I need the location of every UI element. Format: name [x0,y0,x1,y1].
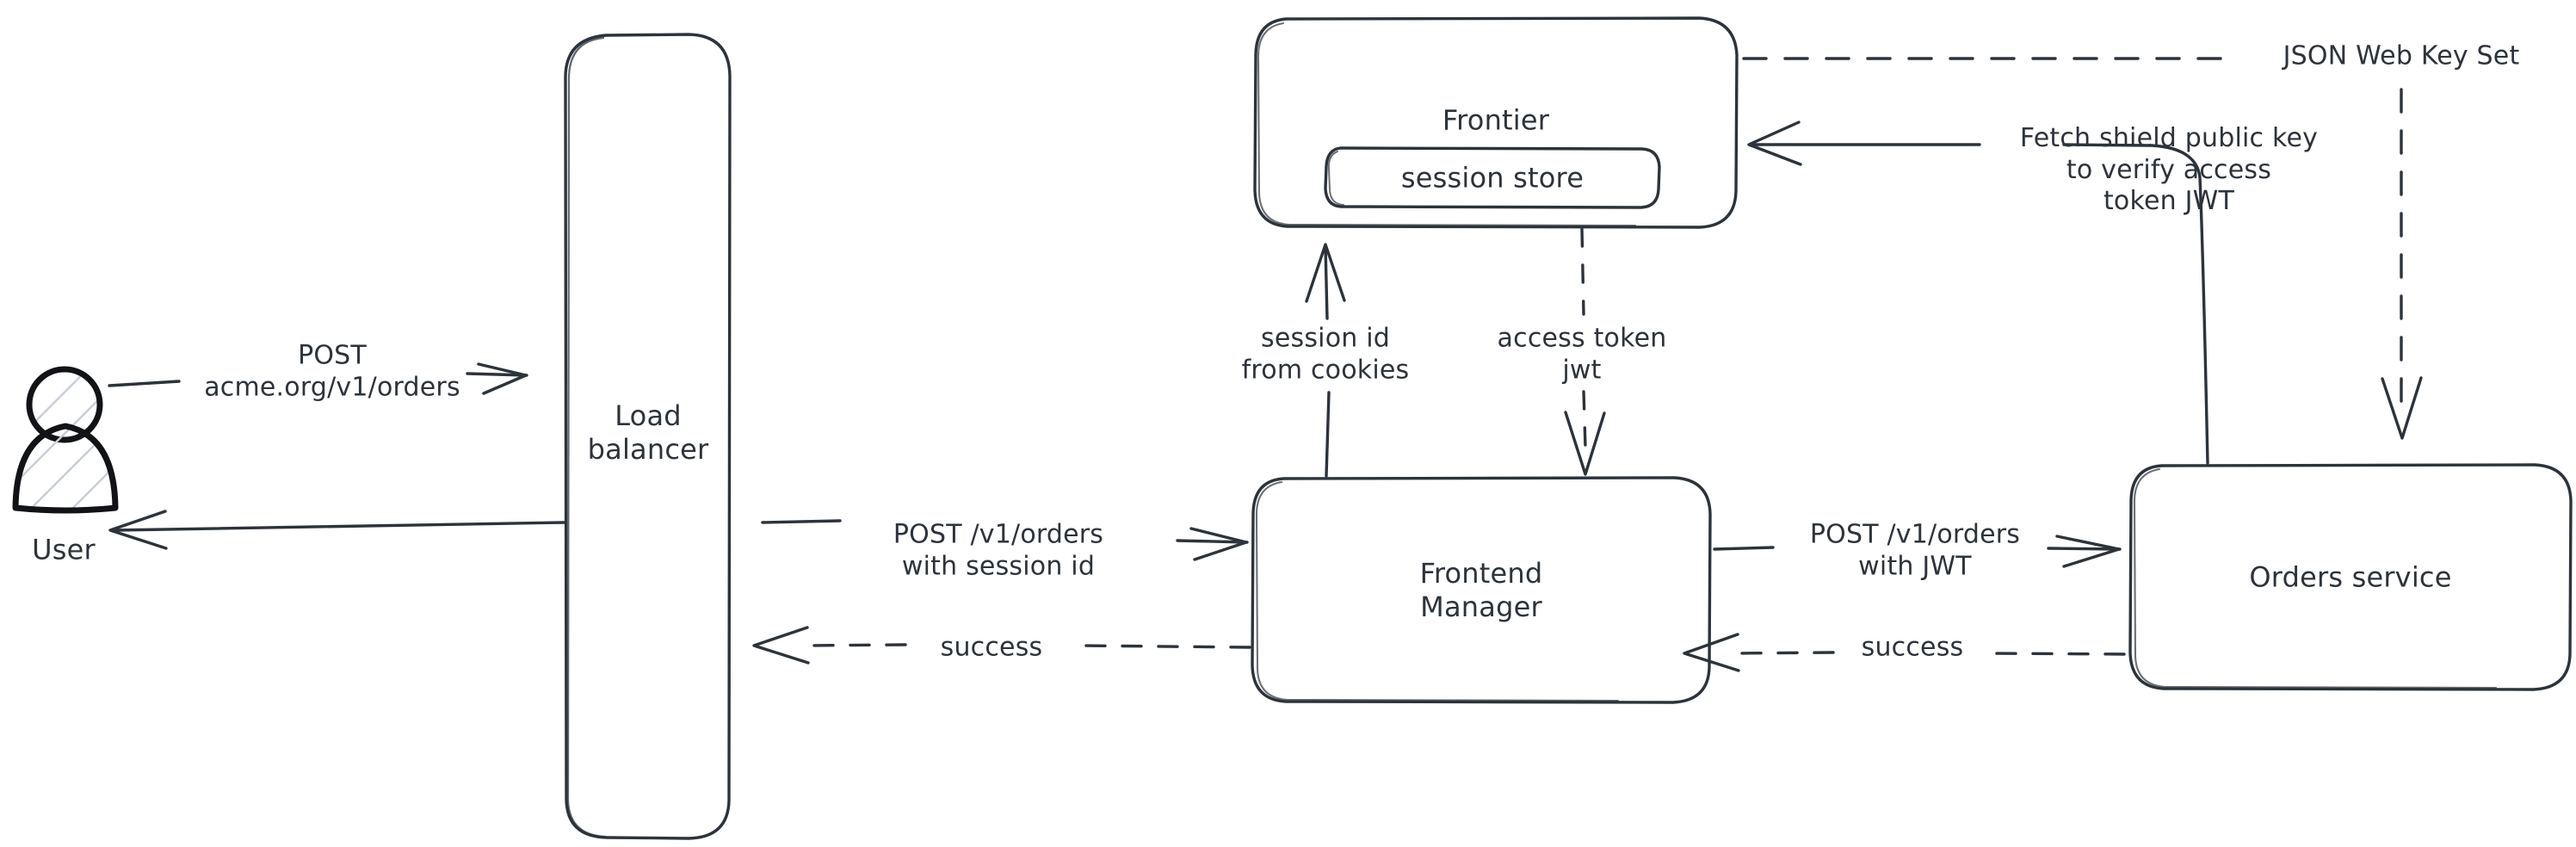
edge-label-success-orders-fm: success [1861,632,1964,663]
edge-label-json-web-key-set: JSON Web Key Set [2283,40,2520,71]
edge-orders-to-fm-success-head [1683,633,1740,672]
edge-label-post-orders-session-id: POST /v1/orders with session id [893,519,1104,581]
node-session-store[interactable] [1324,146,1661,209]
edge-fm-to-lb-success [803,643,1251,649]
edge-load-balancer-to-user [108,510,566,550]
node-label-frontier: Frontier [1442,103,1550,137]
edge-label-post-orders-jwt: POST /v1/orders with JWT [1809,519,2021,581]
edge-orders-to-frontier-fetchkey [1747,121,2209,465]
edge-frontier-to-fm-token [1580,227,1587,449]
node-label-session-store: session store [1400,161,1585,195]
edge-label-fetch-shield-public-key: Fetch shield public key to verify access… [2019,123,2319,217]
actor-user[interactable] [12,366,119,514]
edge-user-to-load-balancer [108,362,528,395]
node-frontier[interactable] [1253,16,1739,229]
node-label-load-balancer: Load balancer [587,399,709,466]
edge-lb-to-fm-request [761,519,1249,561]
node-label-orders-service: Orders service [2249,560,2452,594]
actor-label-user: User [32,533,96,566]
edge-fm-to-frontier-sessionid [1305,243,1346,478]
edge-frontier-to-fm-token-head [1564,411,1606,476]
edge-fm-to-orders-request [1713,535,2122,568]
edge-fm-to-lb-success-head [752,626,810,665]
edge-frontier-to-orders-jwks-head [2381,376,2423,440]
edge-label-session-id-from-cookies: session id from cookies [1241,323,1410,385]
node-load-balancer[interactable] [564,33,732,840]
node-frontend-manager[interactable] [1251,476,1712,704]
edge-label-success-fm-lb: success [940,632,1043,663]
edge-label-access-token-jwt: access token jwt [1497,323,1667,385]
edge-orders-to-fm-success [1733,651,2126,656]
edge-frontier-to-orders-jwks [1742,57,2403,406]
node-orders-service[interactable] [2128,463,2573,691]
edge-label-post-acme-orders: POST acme.org/v1/orders [204,340,460,402]
node-label-frontend-manager: Frontend Manager [1419,556,1543,623]
